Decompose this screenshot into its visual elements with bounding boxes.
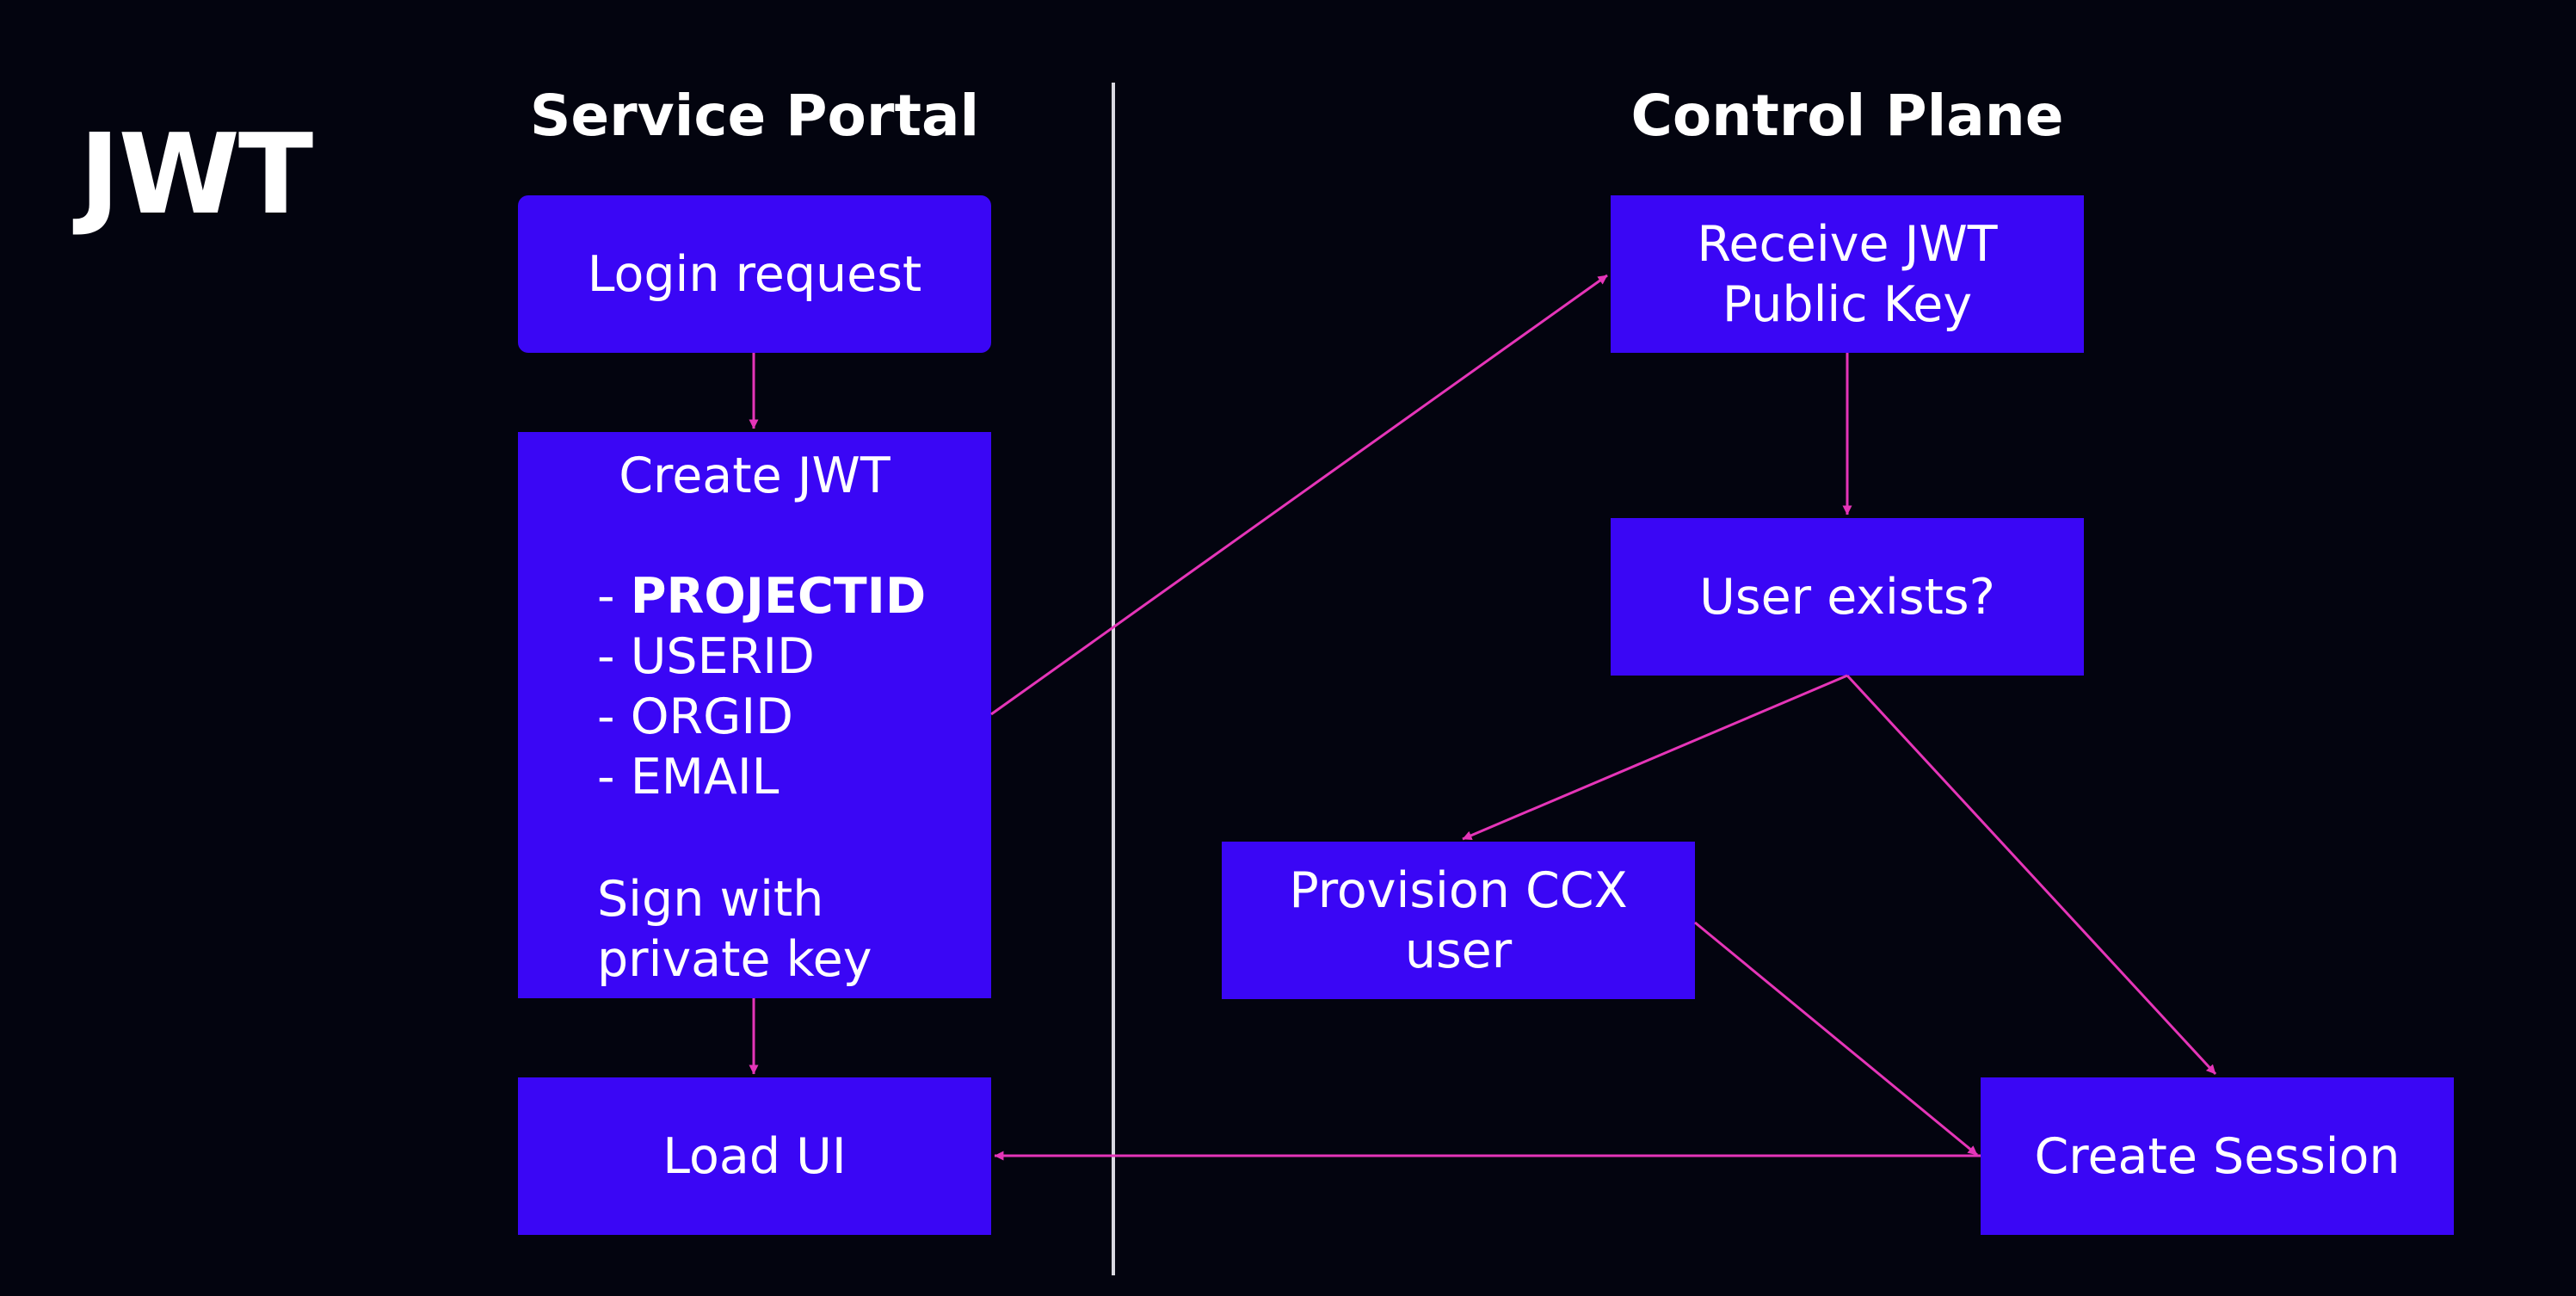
column-heading-service-portal: Service Portal — [529, 83, 980, 149]
column-divider — [1112, 83, 1115, 1275]
arrow-user-exists-to-create-session — [1846, 674, 2217, 1076]
node-user-exists: User exists? — [1611, 518, 2084, 676]
node-user-exists-label: User exists? — [1699, 568, 1995, 626]
create-jwt-title: Create JWT — [619, 447, 891, 504]
create-jwt-sign-line2: private key — [597, 931, 872, 988]
create-jwt-claim: - USERID — [597, 628, 815, 685]
node-login-request-label: Login request — [587, 245, 922, 303]
create-jwt-claim: - PROJECTID — [597, 568, 927, 625]
create-jwt-claim: - ORGID — [597, 688, 794, 745]
node-receive-jwt-label: Receive JWT Public Key — [1697, 215, 1998, 333]
claim-orgid: ORGID — [630, 688, 794, 745]
arrow-create-jwt-to-receive-jwt — [990, 274, 1608, 716]
node-load-ui-label: Load UI — [662, 1127, 847, 1185]
node-receive-jwt: Receive JWT Public Key — [1611, 195, 2084, 353]
claim-projectid: PROJECTID — [630, 568, 927, 625]
claim-userid: USERID — [630, 628, 815, 685]
node-create-session-label: Create Session — [2034, 1127, 2400, 1185]
node-create-jwt: Create JWT - PROJECTID - USERID - ORGID … — [518, 432, 991, 998]
node-load-ui: Load UI — [518, 1077, 991, 1235]
create-jwt-sign-line1: Sign with — [597, 871, 824, 928]
arrow-provision-to-create-session — [1694, 921, 1978, 1157]
page-title: JWT — [79, 111, 313, 239]
node-provision-user: Provision CCX user — [1222, 842, 1695, 999]
node-login-request: Login request — [518, 195, 991, 353]
claim-email: EMAIL — [630, 749, 780, 805]
node-provision-user-label: Provision CCX user — [1289, 861, 1628, 979]
create-jwt-claim: - EMAIL — [597, 749, 780, 805]
node-create-session: Create Session — [1981, 1077, 2454, 1235]
arrow-user-exists-to-provision — [1462, 674, 1848, 841]
column-heading-control-plane: Control Plane — [1630, 83, 2064, 149]
